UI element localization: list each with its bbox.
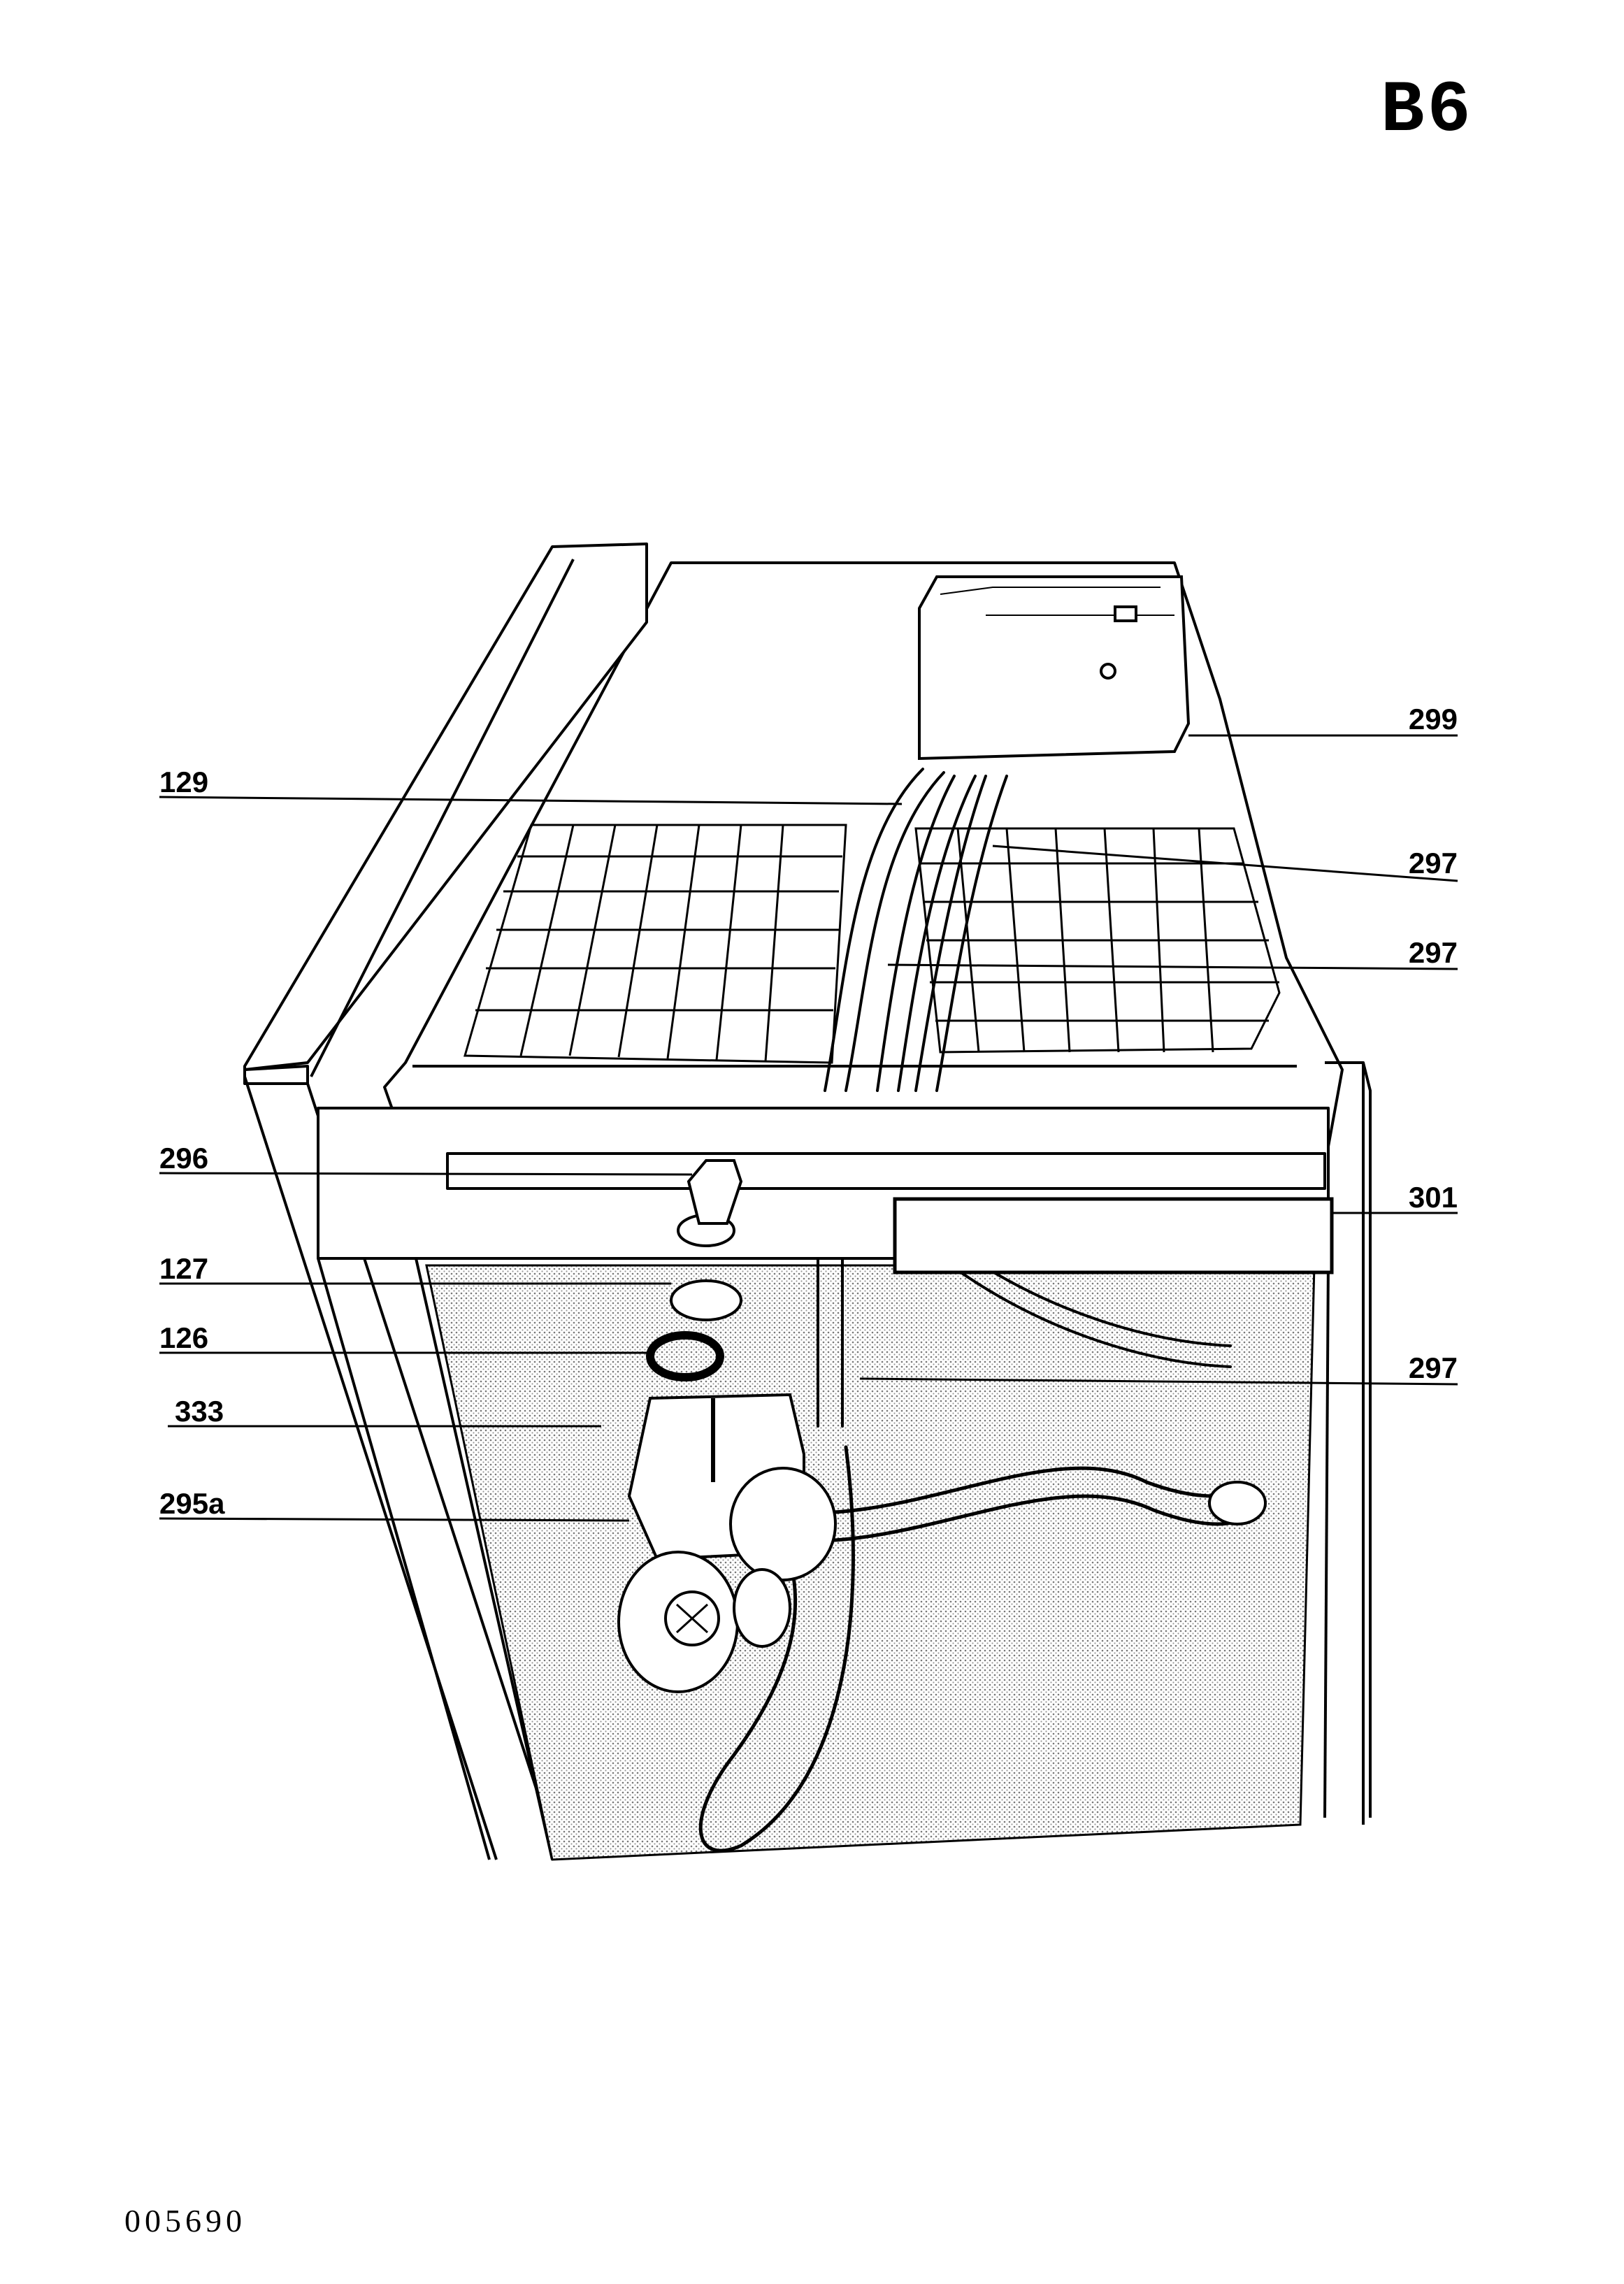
callout-297-mid: 297 — [1408, 936, 1458, 969]
lid-grid-left — [464, 824, 847, 1064]
callout-129: 129 — [159, 766, 209, 798]
lid-grid-right — [914, 827, 1281, 1054]
reservoir-tray — [918, 575, 1191, 761]
callout-296: 296 — [159, 1142, 209, 1175]
sheet-code: B6 — [1381, 70, 1474, 152]
leader-lines — [159, 734, 1458, 1522]
drawing-number: 005690 — [124, 2203, 246, 2239]
callout-127: 127 — [159, 1252, 209, 1285]
callout-301: 301 — [1408, 1181, 1458, 1214]
callout-333: 333 — [175, 1395, 224, 1428]
inner-panel-texture — [425, 1264, 1316, 1861]
callout-297-top: 297 — [1408, 847, 1458, 879]
callout-297-low: 297 — [1408, 1351, 1458, 1384]
callout-295a: 295a — [159, 1487, 225, 1520]
callout-299: 299 — [1408, 703, 1458, 735]
callout-126: 126 — [159, 1321, 209, 1354]
couplings — [646, 1159, 1334, 1525]
pump-motor — [617, 1393, 837, 1693]
